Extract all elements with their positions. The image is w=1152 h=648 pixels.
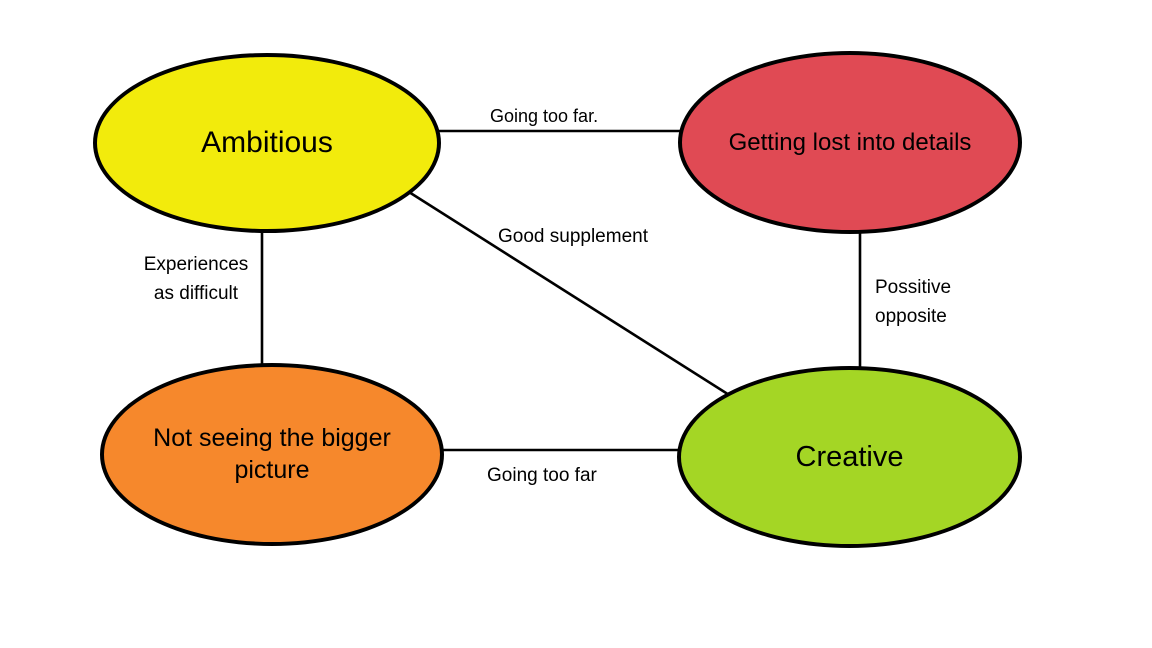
node-getting-lost-into-details-label: Getting lost into details [728, 128, 972, 156]
node-ambitious: Ambitious [93, 53, 441, 233]
edge-label-possitive-opposite: Possitive opposite [875, 277, 952, 328]
edge-label-experiences-as-difficult: Experiences as difficult [143, 254, 249, 305]
node-getting-lost-into-details: Getting lost into details [678, 51, 1022, 234]
node-ambitious-label: Ambitious [201, 126, 333, 160]
edge-label-going-too-far-top: Going too far. [490, 106, 599, 126]
node-creative: Creative [677, 366, 1022, 548]
node-creative-label: Creative [795, 440, 904, 473]
edge-line-ambitious-creative [389, 178, 746, 407]
node-not-seeing-the-bigger-picture: Not seeing the bigger picture [100, 363, 444, 546]
edge-label-good-supplement: Good supplement [498, 226, 648, 247]
node-not-seeing-the-bigger-picture-label: Not seeing the bigger picture [153, 424, 391, 484]
edge-label-going-too-far-bottom: Going too far [487, 465, 597, 486]
